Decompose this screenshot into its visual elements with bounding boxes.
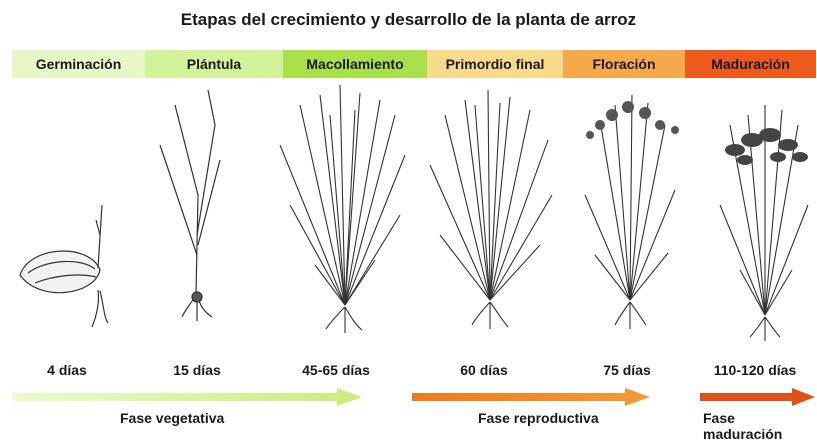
diagram-title: Etapas del crecimiento y desarrollo de l…	[0, 10, 817, 30]
fase-reproductiva-label: Fase reproductiva	[478, 410, 599, 426]
stage-floracion: Floración	[563, 50, 685, 78]
days-label: 75 días	[572, 362, 682, 378]
days-label: 45-65 días	[281, 362, 391, 378]
primordia-plant-icon	[430, 90, 552, 329]
tillering-plant-icon	[280, 85, 405, 333]
stage-germinacion: Germinación	[12, 50, 145, 78]
fase-maduracion-arrow	[700, 388, 815, 406]
flowering-plant-icon	[585, 95, 679, 329]
days-label: 15 días	[142, 362, 252, 378]
stage-plantula: Plántula	[145, 50, 283, 78]
fase-vegetativa-arrow	[12, 388, 362, 406]
fase-vegetativa-label: Fase vegetativa	[120, 410, 224, 426]
days-label: 4 días	[12, 362, 122, 378]
stage-macollamiento: Macollamiento	[283, 50, 427, 78]
mature-plant-icon	[720, 105, 808, 341]
stage-maduracion: Maduración	[685, 50, 816, 78]
fase-reproductiva-arrow	[412, 388, 650, 406]
stages-bar: Germinación Plántula Macollamiento Primo…	[12, 50, 816, 78]
seedling-icon	[160, 90, 220, 321]
seed-icon	[20, 205, 108, 327]
days-label: 110-120 días	[700, 362, 810, 378]
days-label: 60 días	[429, 362, 539, 378]
stage-primordio-final: Primordio final	[427, 50, 563, 78]
plants-illustration	[0, 85, 817, 345]
fase-maduracion-label: Fase maduración	[703, 410, 817, 442]
